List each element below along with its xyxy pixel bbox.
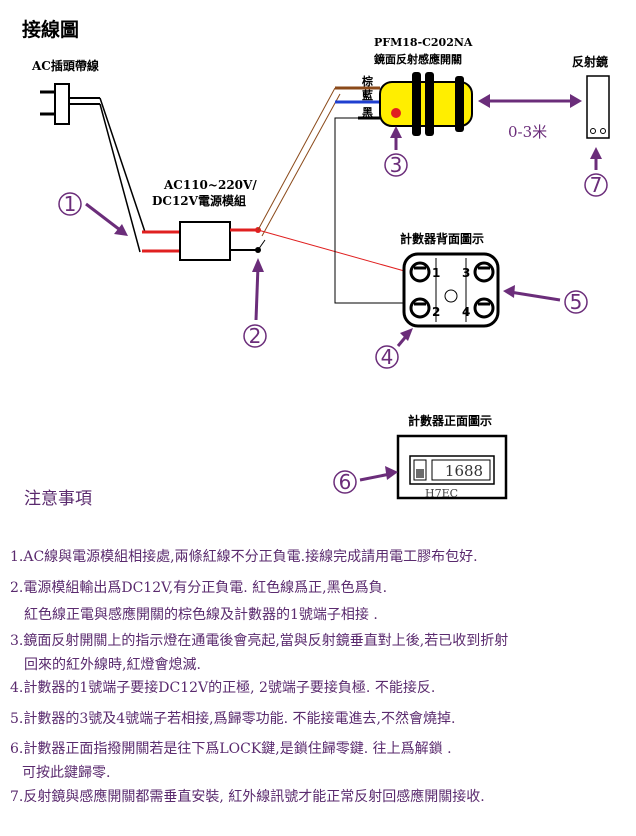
note-item-1: 1.AC線與電源模組相接處,兩條紅線不分正負電.接線完成請用電工膠布包好. <box>10 549 478 565</box>
note-item-2-continued: 紅色線正電與感應開關的棕色線及計數器的1號端子相接 . <box>24 607 378 623</box>
callout-7 <box>584 147 608 197</box>
psu-label-line2: DC12V電源模組 <box>152 193 246 208</box>
red-wire-to-terminal-1 <box>257 229 409 273</box>
counter-back <box>402 252 500 328</box>
note-item-3: 3.鏡面反射開關上的指示燈在通電後會亮起,當與反射鏡垂直對上後,若已收到折射 <box>10 633 509 649</box>
reflector <box>586 75 610 139</box>
notes-heading: 注意事項 <box>24 489 92 509</box>
counter-back-label: 計數器背面圖示 <box>400 231 484 246</box>
terminal-2-label: 2 <box>432 305 440 319</box>
counter-brand: H7EC <box>425 487 458 500</box>
terminal-1-label: 1 <box>432 266 440 280</box>
wire-black-label: 黑 <box>362 106 373 119</box>
callout-1 <box>58 192 128 236</box>
sensor-wires <box>335 86 380 120</box>
note-item-4: 4.計數器的1號端子要接DC12V的正極, 2號端子要接負極. 不能接反. <box>10 680 436 696</box>
ac-cable <box>99 97 146 253</box>
callout-2 <box>243 258 267 348</box>
callout-2-number: 2 <box>249 324 262 348</box>
callout-7-number: 7 <box>590 173 603 197</box>
callout-3-number: 3 <box>390 153 403 177</box>
callout-3 <box>384 126 408 177</box>
wire-blue-label: 藍 <box>362 88 373 102</box>
sensor-body <box>379 72 473 136</box>
callout-4-number: 4 <box>381 345 394 369</box>
callout-4 <box>375 328 413 369</box>
wire-brown-label: 棕 <box>361 74 373 88</box>
note-item-2: 2.電源模組輸出爲DC12V,有分正負電. 紅色線爲正,黑色爲負. <box>10 580 388 596</box>
sensor-cable <box>257 87 341 251</box>
callout-6 <box>333 466 398 494</box>
counter-front <box>396 434 508 500</box>
reflector-label: 反射鏡 <box>572 54 608 69</box>
note-item-6: 6.計數器正面指撥開關若是往下爲LOCK鍵,是鎖住歸零鍵. 往上爲解鎖 . <box>10 741 452 757</box>
counter-front-label: 計數器正面圖示 <box>408 413 492 428</box>
terminal-3-label: 3 <box>462 266 470 280</box>
black-wire-to-terminal-2 <box>334 117 408 304</box>
callout-5 <box>503 285 588 314</box>
diagram-title: 接線圖 <box>22 18 79 41</box>
note-item-5: 5.計數器的3號及4號端子若相接,爲歸零功能. 不能接電進去,不然會燒掉. <box>10 711 456 727</box>
sensor-name-label: 鏡面反射感應開關 <box>374 52 462 66</box>
sensor-indicator-led <box>391 108 401 118</box>
counter-display: 1688 <box>445 462 483 480</box>
callout-6-number: 6 <box>339 470 352 494</box>
distance-label: 0-3米 <box>508 123 547 141</box>
psu-label-line1: AC110~220V/ <box>163 178 257 192</box>
terminal-4-label: 4 <box>462 305 470 319</box>
callout-5-number: 5 <box>570 290 583 314</box>
psu-module <box>179 221 231 261</box>
note-item-3-continued: 回來的紅外線時,紅燈會熄滅. <box>24 657 201 673</box>
sensor-model-label: PFM18-C202NA <box>374 36 473 49</box>
callout-1-number: 1 <box>64 192 77 216</box>
note-item-6-continued: 可按此鍵歸零. <box>22 765 111 781</box>
ac-plug <box>40 83 100 125</box>
note-item-7: 7.反射鏡與感應開關都需垂直安裝, 紅外線訊號才能正常反射回感應開關接收. <box>10 789 485 805</box>
distance-arrow <box>478 94 582 108</box>
ac-plug-label: AC插頭帶線 <box>31 58 99 73</box>
